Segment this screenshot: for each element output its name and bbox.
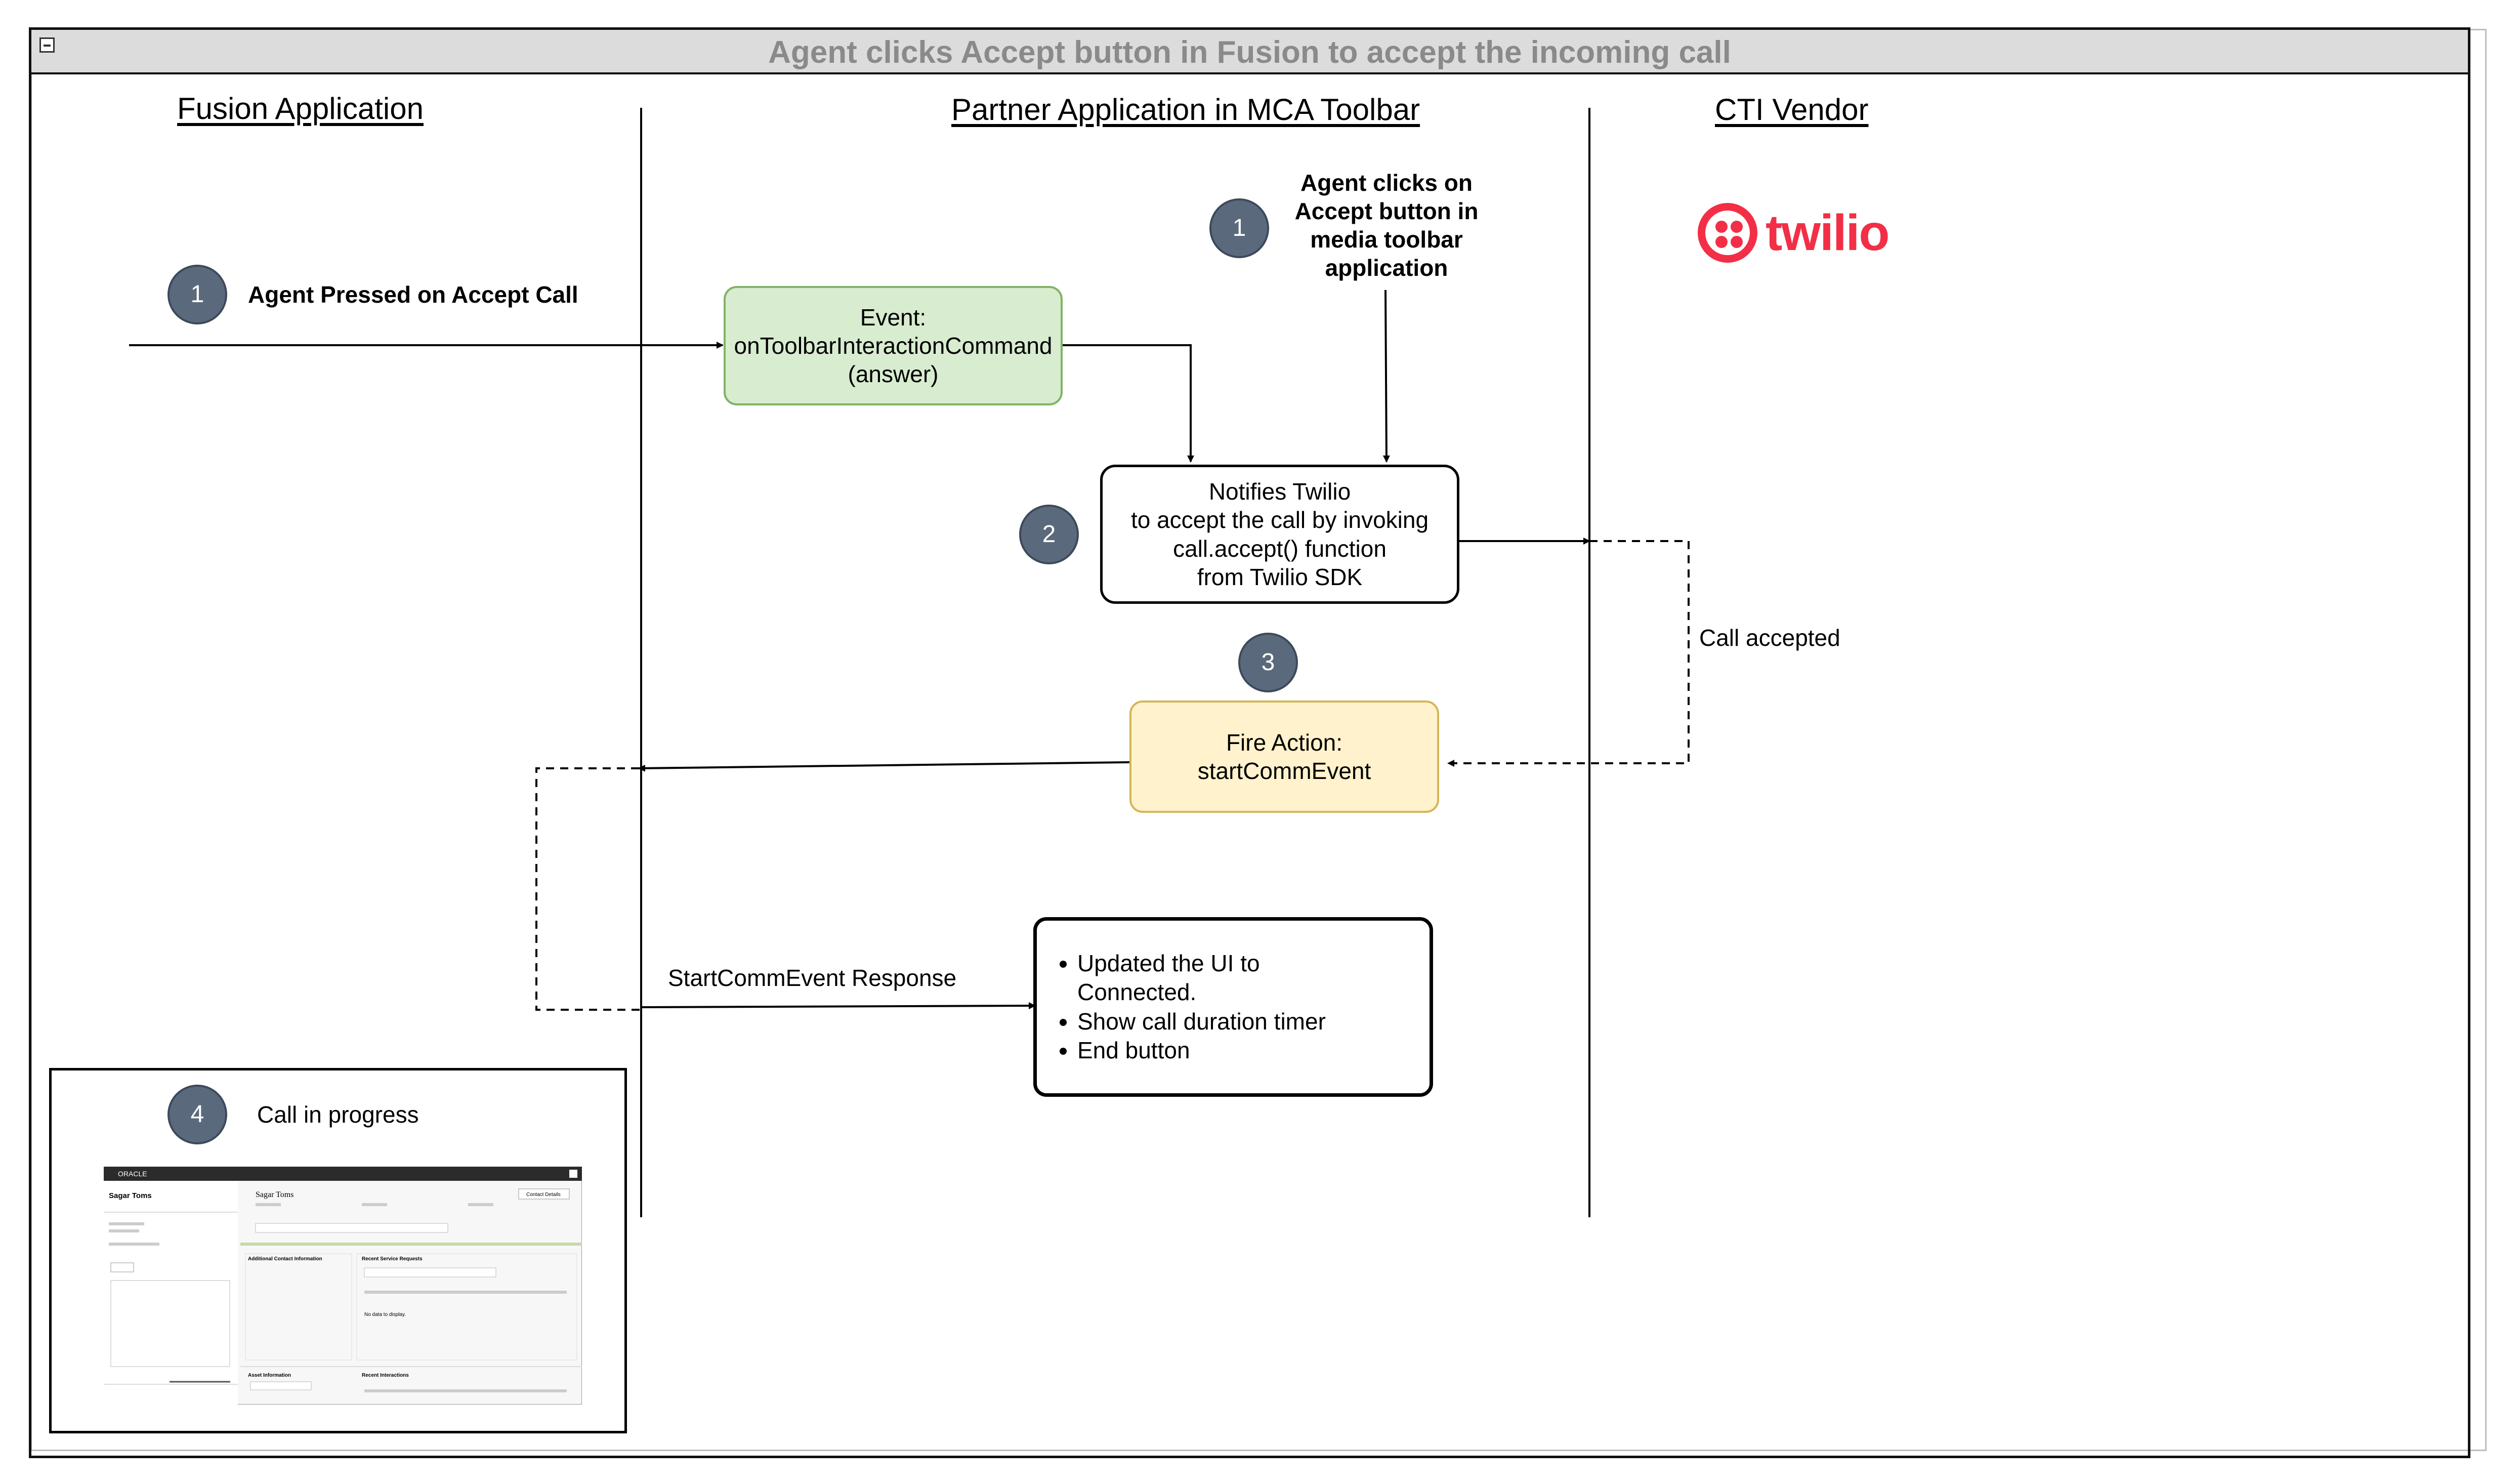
edge-label-start-comm-response: StartCommEvent Response xyxy=(668,965,957,991)
thumb-detail-name: Sagar Toms xyxy=(256,1190,293,1199)
toolbar-label-line: application xyxy=(1325,255,1448,281)
result-item: End button xyxy=(1077,1036,1340,1065)
notify-box-line: call.accept() function xyxy=(1173,535,1387,562)
toolbar-label-line: media toolbar xyxy=(1310,226,1463,253)
notify-box-line: to accept the call by invoking xyxy=(1130,507,1429,533)
thumb-section-interactions: Recent Interactions xyxy=(362,1373,409,1378)
event-box-line: onToolbarInteractionCommand xyxy=(734,332,1053,359)
thumb-contact-details-button: Contact Details xyxy=(526,1192,561,1198)
result-item: Updated the UI to Connected. xyxy=(1077,949,1340,1007)
fire-box-line: startCommEvent xyxy=(1197,758,1371,784)
lane-title-cti: CTI Vendor xyxy=(1715,93,1869,127)
thumb-brand: ORACLE xyxy=(118,1170,147,1178)
result-box: Updated the UI to Connected. Show call d… xyxy=(1033,917,1433,1097)
notify-box-line: from Twilio SDK xyxy=(1197,563,1363,590)
toolbar-label-line: Accept button in xyxy=(1294,198,1479,225)
twilio-wordmark: twilio xyxy=(1766,204,1890,261)
toolbar-label-line: Agent clicks on xyxy=(1300,170,1473,196)
fusion-screenshot-thumbnail: ORACLE Sagar Toms Sagar Toms Contact Det… xyxy=(104,1167,582,1405)
event-box-line: (answer) xyxy=(848,361,939,388)
thumb-no-data: No data to display. xyxy=(364,1312,406,1317)
step-badge-4: 4 xyxy=(167,1085,227,1144)
lane-title-fusion: Fusion Application xyxy=(177,92,424,126)
title-bar xyxy=(31,30,2468,74)
step-label-call-in-progress: Call in progress xyxy=(257,1101,419,1128)
notify-twilio-box: Notifies Twilio to accept the call by in… xyxy=(1100,465,1459,604)
event-box-line: Event: xyxy=(860,304,927,331)
edge-response-to-result xyxy=(641,1002,1036,1010)
event-box: Event: onToolbarInteractionCommand (answ… xyxy=(724,286,1063,405)
fire-action-box: Fire Action: startCommEvent xyxy=(1129,700,1439,813)
result-item: Show call duration timer xyxy=(1077,1007,1340,1037)
edge-fusion-dashed-loop xyxy=(535,767,641,1011)
step-label-agent-pressed: Agent Pressed on Accept Call xyxy=(248,281,578,308)
twilio-logo: twilio xyxy=(1698,195,1920,271)
fire-box-line: Fire Action: xyxy=(1226,729,1343,756)
twilio-mark-icon xyxy=(1698,203,1757,263)
collapse-icon[interactable] xyxy=(39,37,55,53)
edge-call-accepted xyxy=(1447,540,1690,767)
diagram-frame xyxy=(29,27,2470,1458)
step-badge-1-fusion: 1 xyxy=(167,265,227,324)
thumb-section-service-requests: Recent Service Requests xyxy=(362,1256,423,1262)
edge-event-to-notify xyxy=(1062,344,1194,463)
edge-fire-to-fusion xyxy=(638,761,1130,772)
thumb-section-asset: Asset Information xyxy=(248,1373,291,1378)
step-badge-1-toolbar: 1 xyxy=(1209,198,1269,258)
diagram-title: Agent clicks Accept button in Fusion to … xyxy=(768,35,1731,70)
result-list: Updated the UI to Connected. Show call d… xyxy=(1037,949,1340,1065)
lane-title-partner: Partner Application in MCA Toolbar xyxy=(951,93,1420,127)
edge-toolbar-to-notify xyxy=(1382,290,1390,463)
thumb-contact-name: Sagar Toms xyxy=(109,1191,152,1200)
edge-label-call-accepted: Call accepted xyxy=(1699,625,1840,651)
notify-box-line: Notifies Twilio xyxy=(1208,478,1351,505)
step-badge-3: 3 xyxy=(1238,633,1298,692)
thumb-section-additional: Additional Contact Information xyxy=(248,1256,322,1262)
step-label-toolbar-accept: Agent clicks on Accept button in media t… xyxy=(1270,169,1503,282)
step-badge-2: 2 xyxy=(1019,505,1079,564)
